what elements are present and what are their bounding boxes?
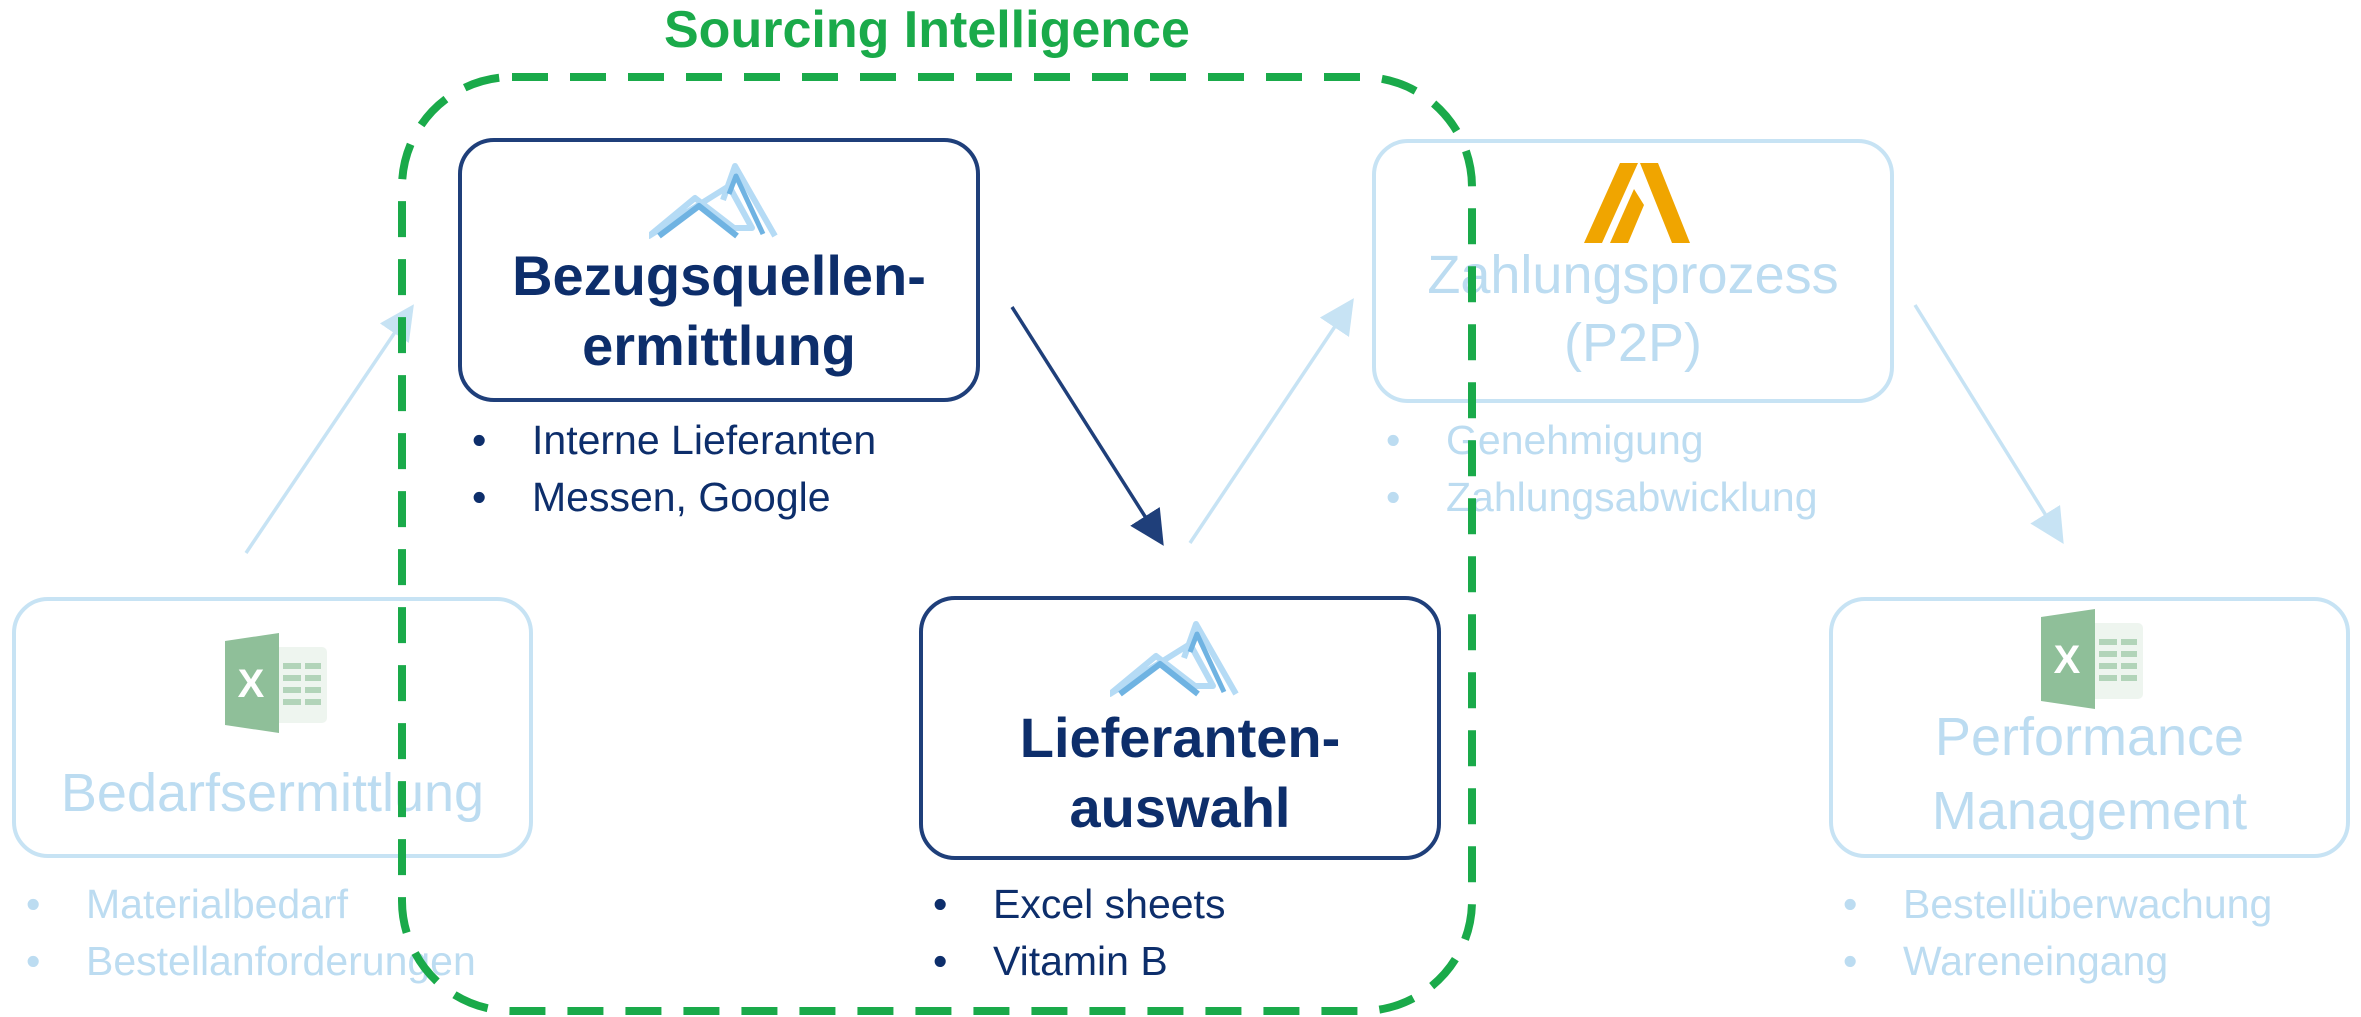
bullets-bezugsquellenermittlung: Interne Lieferanten Messen, Google (462, 412, 876, 526)
box-title-line2: (P2P) (1563, 313, 1703, 373)
list-item: Messen, Google (462, 469, 876, 526)
list-item: Vitamin B (923, 933, 1225, 990)
mountain-logo-icon (1110, 621, 1239, 697)
list-item: Materialbedarf (16, 876, 476, 933)
list-item: Bestellüberwachung (1833, 876, 2272, 933)
bullets-lieferantenauswahl: Excel sheets Vitamin B (923, 876, 1225, 990)
arrow-lieferanten-to-zahlung (1188, 298, 1354, 544)
svg-text:X: X (238, 662, 265, 706)
list-item: Zahlungsabwicklung (1376, 469, 1818, 526)
mountain-logo-icon (649, 163, 778, 239)
bullets-performance-management: Bestellüberwachung Wareneingang (1833, 876, 2272, 990)
list-item: Interne Lieferanten (462, 412, 876, 469)
section-heading: Sourcing Intelligence (664, 1, 1190, 59)
list-item: Wareneingang (1833, 933, 2272, 990)
step-zahlungsprozess: Zahlungsprozess (P2P) (1372, 139, 1894, 403)
list-item: Bestellanforderungen (16, 933, 476, 990)
box-title-line2: auswahl (1069, 776, 1291, 839)
step-bedarfsermittlung: X Bedarfsermittlung (12, 597, 533, 858)
excel-icon: X (2041, 609, 2143, 709)
bullets-zahlungsprozess: Genehmigung Zahlungsabwicklung (1376, 412, 1818, 526)
box-title-line2: ermittlung (582, 314, 856, 377)
excel-icon: X (225, 633, 327, 733)
ariba-logo-icon (1584, 163, 1690, 243)
bullets-bedarfsermittlung: Materialbedarf Bestellanforderungen (16, 876, 476, 990)
box-title-line2: Management (1931, 781, 2248, 841)
arrow-bezugsquellen-to-lieferanten (1010, 306, 1164, 546)
box-title: Bedarfsermittlung (60, 763, 485, 823)
step-lieferantenauswahl: Lieferanten- auswahl (919, 596, 1441, 860)
arrow-bedarf-to-bezugsquellen (244, 304, 414, 554)
step-bezugsquellenermittlung: Bezugsquellen- ermittlung (458, 138, 980, 402)
box-title-line1: Lieferanten- (1019, 706, 1341, 769)
arrow-zahlung-to-performance (1913, 304, 2064, 544)
svg-text:X: X (2054, 638, 2081, 682)
list-item: Excel sheets (923, 876, 1225, 933)
box-title-line1: Bezugsquellen- (512, 244, 926, 307)
box-title-line1: Performance (1934, 707, 2245, 767)
box-title-line1: Zahlungsprozess (1427, 245, 1839, 305)
list-item: Genehmigung (1376, 412, 1818, 469)
step-performance-management: X Performance Management (1829, 597, 2350, 858)
